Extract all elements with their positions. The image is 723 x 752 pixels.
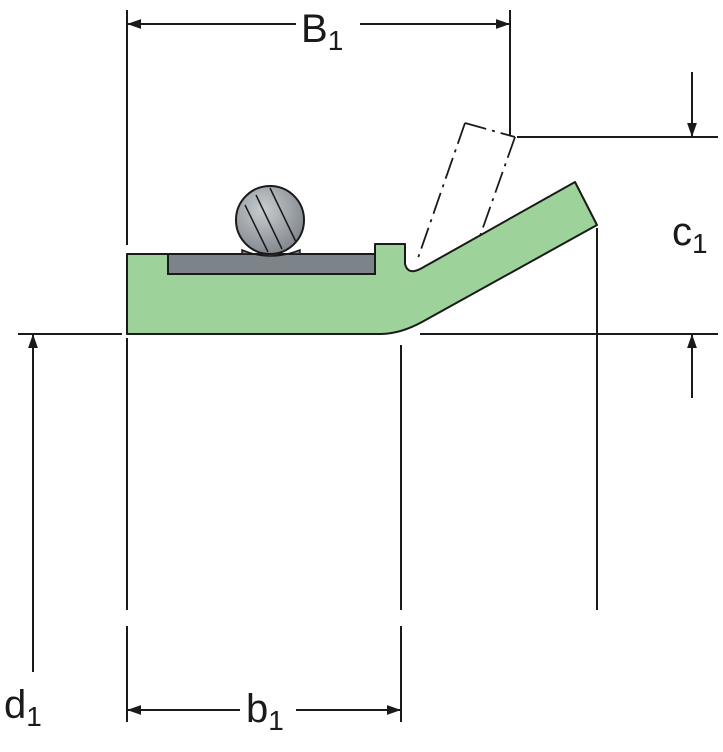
metal-insert: [167, 253, 376, 275]
dimension-b-upper: B1: [127, 7, 510, 56]
b-lower-subscript: 1: [268, 705, 284, 736]
b-lower-label: b: [246, 687, 268, 731]
dimension-c: c1: [672, 72, 708, 398]
b-upper-label: B: [301, 7, 328, 51]
extension-lines: [18, 10, 718, 722]
svg-text:d1: d1: [4, 683, 42, 732]
garter-spring: [235, 185, 305, 257]
svg-text:c1: c1: [672, 210, 708, 259]
c-subscript: 1: [692, 228, 708, 259]
lip-phantom-outline: [417, 122, 516, 259]
b-upper-subscript: 1: [328, 25, 344, 56]
c-label: c: [672, 210, 692, 254]
dimension-b-lower: b1: [127, 687, 401, 736]
d-label: d: [4, 683, 26, 727]
seal-body: [126, 181, 598, 335]
svg-text:B1: B1: [301, 7, 343, 56]
dimension-d: d1: [4, 334, 42, 732]
svg-text:b1: b1: [246, 687, 284, 736]
d-subscript: 1: [26, 701, 42, 732]
